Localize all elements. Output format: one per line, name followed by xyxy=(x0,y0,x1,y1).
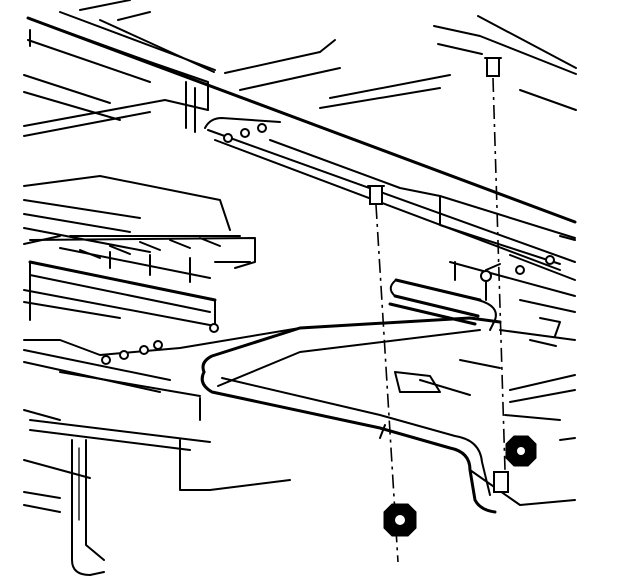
mounting-stud-right xyxy=(484,57,509,493)
floor-panel-right xyxy=(23,299,576,491)
pipe-bracket xyxy=(388,254,576,331)
floor-panel xyxy=(23,175,256,333)
mounting-stud-left xyxy=(367,185,399,563)
frame-rail-lower-left xyxy=(23,327,301,513)
floor-panel-top-right xyxy=(224,15,577,111)
nut-left xyxy=(383,503,417,537)
nut-right xyxy=(505,435,537,467)
support-post xyxy=(71,439,105,576)
floor-panel-ribs xyxy=(23,0,216,137)
pipe-assembly xyxy=(200,316,576,514)
crossmember-upper xyxy=(26,16,577,271)
